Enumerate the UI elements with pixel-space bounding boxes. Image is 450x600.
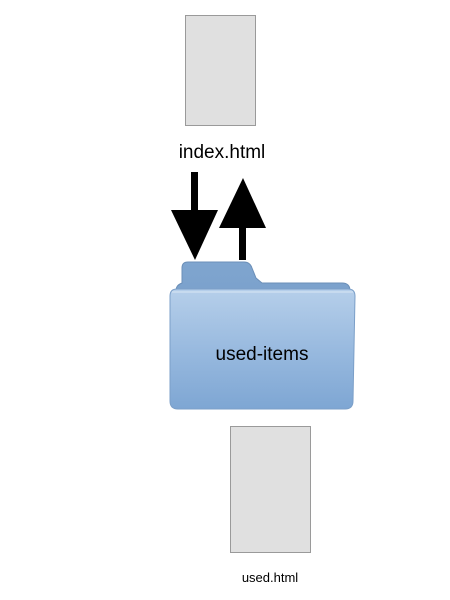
arrow-down-icon: [171, 172, 218, 260]
arrow-up-icon: [219, 178, 266, 260]
used-html-label: used.html: [241, 570, 299, 585]
used-items-folder-label: used-items: [215, 344, 309, 365]
folder-icon[interactable]: [169, 261, 356, 410]
index-html-document-icon[interactable]: [185, 15, 256, 126]
index-html-label: index.html: [178, 142, 266, 163]
used-html-document-icon[interactable]: [230, 426, 311, 553]
